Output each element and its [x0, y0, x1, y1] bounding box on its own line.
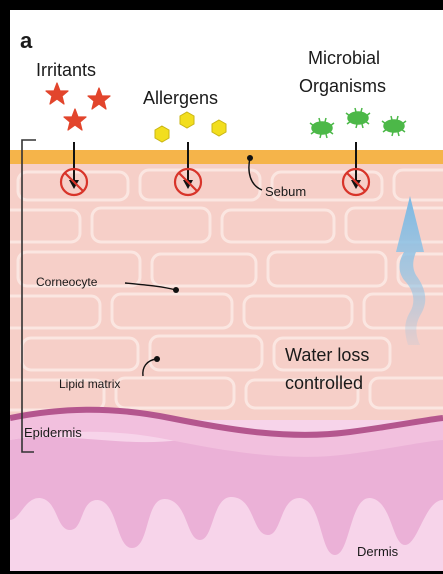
- lipid-matrix-label: Lipid matrix: [59, 377, 120, 391]
- allergens-label: Allergens: [143, 88, 218, 108]
- panel-letter: a: [20, 28, 33, 53]
- epidermis-label: Epidermis: [24, 425, 82, 440]
- microbial-label: Microbial: [308, 48, 380, 68]
- controlled-label: controlled: [285, 373, 363, 393]
- corneocyte-label: Corneocyte: [36, 275, 98, 289]
- organisms-label: Organisms: [299, 76, 386, 96]
- dermis-label: Dermis: [357, 544, 399, 559]
- irritants-label: Irritants: [36, 60, 96, 80]
- sebum-label: Sebum: [265, 184, 306, 199]
- water-loss-label: Water loss: [285, 345, 369, 365]
